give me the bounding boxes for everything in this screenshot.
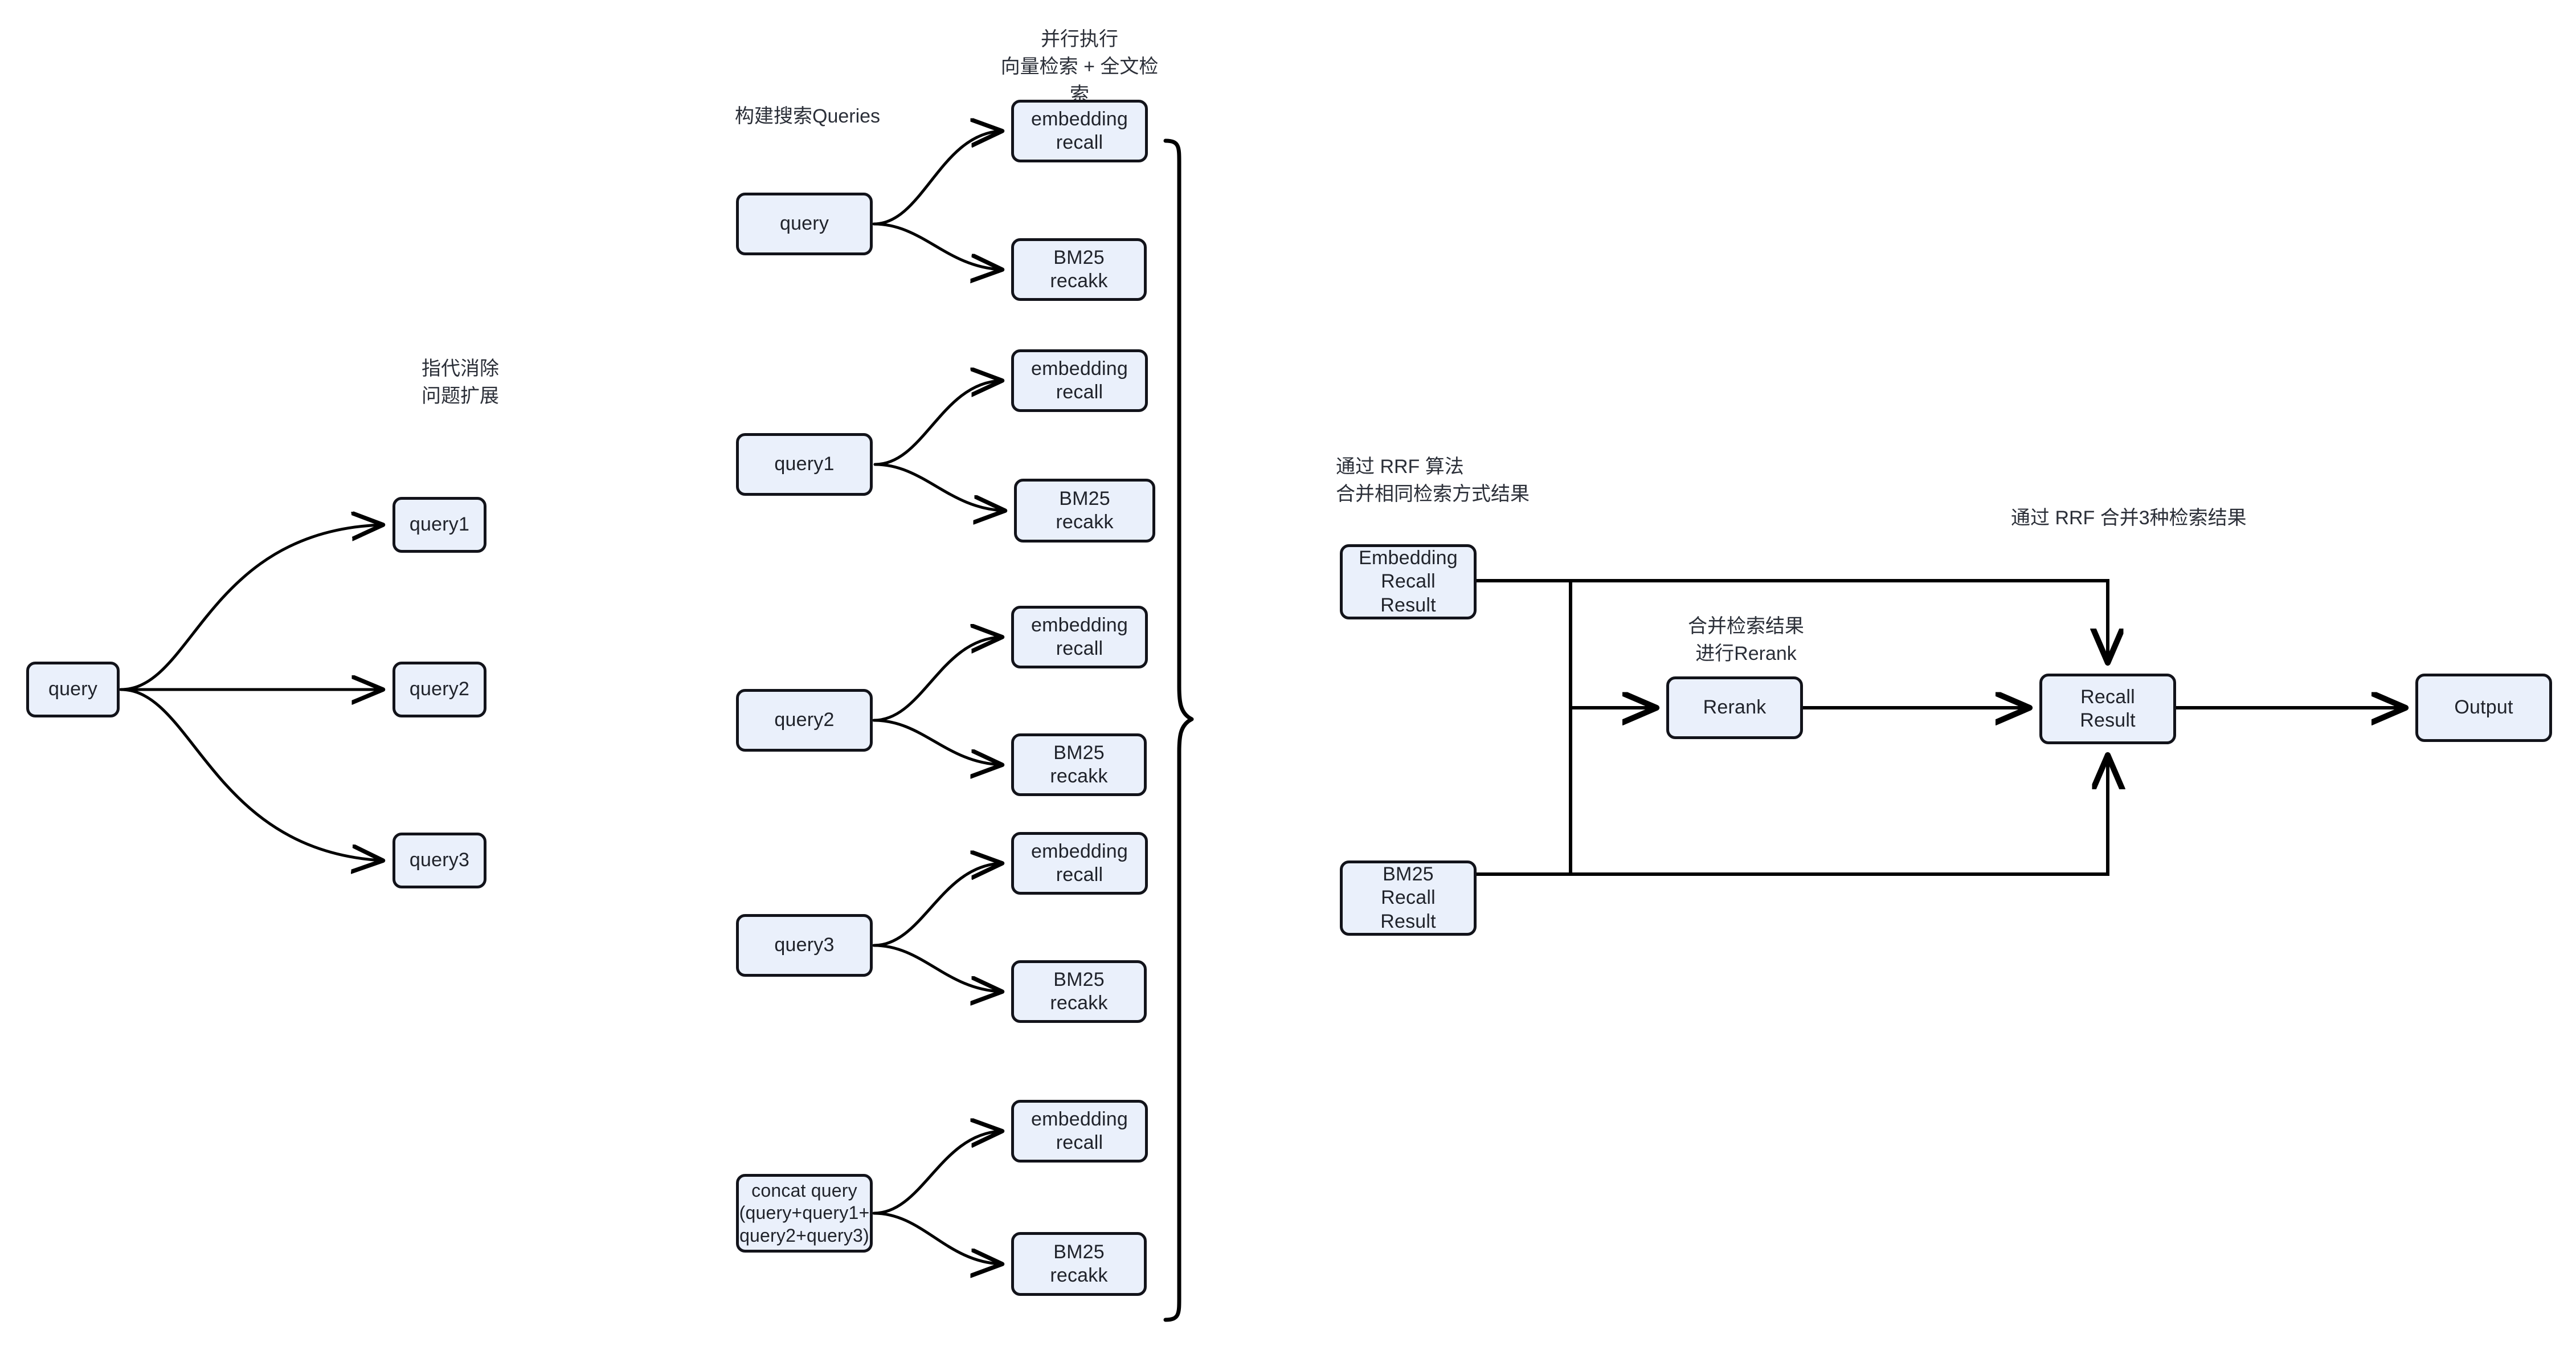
node-retrieval-source-query3[interactable]: query3	[736, 914, 873, 977]
edges-fusion	[1475, 579, 2404, 876]
annotation-query-rewrite: 指代消除 问题扩展	[422, 358, 499, 407]
node-bm25-recall-3[interactable]: BM25 recakk	[1011, 733, 1147, 796]
annotation-merge-and-rerank: 合并检索结果 进行Rerank	[1688, 615, 1804, 665]
node-concat-query[interactable]: concat query (query+query1+ query2+query…	[736, 1174, 873, 1253]
annotation-build-queries: 构建搜索Queries	[735, 105, 881, 127]
node-bm25-recall-2[interactable]: BM25 recakk	[1014, 479, 1155, 543]
node-embedding-recall-result[interactable]: Embedding Recall Result	[1340, 544, 1477, 619]
edges-retrieval-fanout	[872, 131, 1004, 1264]
node-embedding-recall-3[interactable]: embedding recall	[1011, 606, 1148, 668]
node-embedding-recall-4[interactable]: embedding recall	[1011, 832, 1148, 895]
node-retrieval-source-query1[interactable]: query1	[736, 433, 873, 496]
node-embedding-recall-1[interactable]: embedding recall	[1011, 100, 1148, 162]
node-bm25-recall-4[interactable]: BM25 recakk	[1011, 960, 1147, 1023]
node-bm25-recall-1[interactable]: BM25 recakk	[1011, 238, 1147, 301]
node-output[interactable]: Output	[2415, 674, 2552, 742]
node-rerank[interactable]: Rerank	[1666, 676, 1803, 739]
brace-parallel-retrieval	[1163, 138, 1194, 1322]
annotation-parallel-execution: 并行执行 向量检索 + 全文检索	[1000, 28, 1159, 105]
node-retrieval-source-query2[interactable]: query2	[736, 689, 873, 752]
node-query3[interactable]: query3	[392, 833, 486, 888]
node-query1[interactable]: query1	[392, 497, 486, 553]
node-embedding-recall-2[interactable]: embedding recall	[1011, 349, 1148, 412]
node-bm25-recall-result[interactable]: BM25 Recall Result	[1340, 860, 1477, 936]
node-query-source[interactable]: query	[26, 662, 120, 717]
node-query2[interactable]: query2	[392, 662, 486, 717]
edges-query-expansion	[119, 525, 382, 860]
annotation-rrf-merge-three: 通过 RRF 合并3种检索结果	[2011, 507, 2247, 529]
node-bm25-recall-5[interactable]: BM25 recakk	[1011, 1232, 1147, 1296]
node-retrieval-source-query[interactable]: query	[736, 193, 873, 255]
node-embedding-recall-5[interactable]: embedding recall	[1011, 1100, 1148, 1163]
node-recall-result[interactable]: Recall Result	[2039, 674, 2176, 744]
annotation-rrf-merge-same-method: 通过 RRF 算法 合并相同检索方式结果	[1336, 456, 1530, 505]
